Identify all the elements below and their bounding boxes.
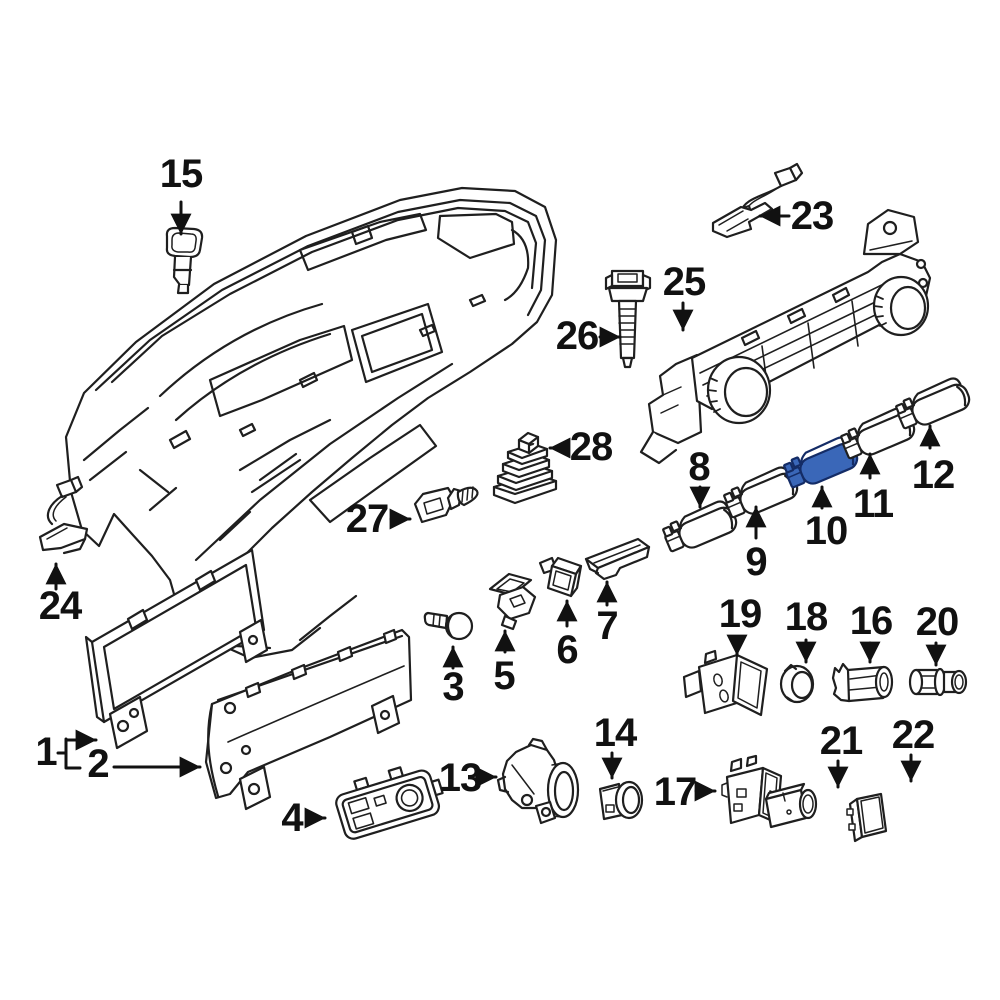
callout-label-26[interactable]: 26 xyxy=(555,314,599,358)
part-18-drawing[interactable] xyxy=(779,663,815,704)
callout-label-10[interactable]: 10 xyxy=(804,509,848,553)
callout-label-6[interactable]: 6 xyxy=(556,628,578,672)
callout-arrows xyxy=(45,200,947,829)
instrument-panel-drawing xyxy=(64,186,558,660)
callout-label-12[interactable]: 12 xyxy=(911,453,955,497)
callout-label-3[interactable]: 3 xyxy=(442,665,464,709)
callout-label-11[interactable]: 11 xyxy=(852,482,894,526)
part-23-drawing[interactable] xyxy=(711,162,804,239)
part-25-drawing[interactable] xyxy=(639,208,932,465)
callout-label-18[interactable]: 18 xyxy=(784,595,828,639)
part-4-drawing[interactable] xyxy=(331,758,447,841)
part-3-drawing[interactable] xyxy=(423,611,474,641)
callout-label-24[interactable]: 24 xyxy=(38,584,82,628)
callout-bracket-1 xyxy=(56,737,82,770)
callout-label-5[interactable]: 5 xyxy=(493,654,515,698)
callout-label-14[interactable]: 14 xyxy=(593,711,637,755)
part-20-drawing[interactable] xyxy=(908,667,968,697)
part-1-drawing[interactable] xyxy=(84,548,269,750)
part-13-drawing[interactable] xyxy=(496,737,580,825)
part-7-drawing[interactable] xyxy=(584,537,651,581)
callout-label-2[interactable]: 2 xyxy=(87,742,109,786)
callout-label-17[interactable]: 17 xyxy=(653,770,697,814)
callout-label-9[interactable]: 9 xyxy=(745,540,767,584)
callout-label-23[interactable]: 23 xyxy=(790,194,834,238)
callout-label-8[interactable]: 8 xyxy=(688,445,710,489)
callout-label-27[interactable]: 27 xyxy=(345,497,389,541)
part-15-drawing[interactable] xyxy=(165,226,204,295)
part-22-drawing[interactable] xyxy=(846,792,888,843)
part-24-drawing[interactable] xyxy=(38,475,89,555)
callout-label-21[interactable]: 21 xyxy=(819,719,863,763)
part-2-drawing[interactable] xyxy=(204,628,413,811)
callout-label-16[interactable]: 16 xyxy=(849,599,893,643)
callout-label-4[interactable]: 4 xyxy=(281,796,303,840)
callout-label-15[interactable]: 15 xyxy=(159,152,203,196)
callout-label-13[interactable]: 13 xyxy=(438,756,482,800)
callout-label-22[interactable]: 22 xyxy=(891,713,935,757)
callout-label-7[interactable]: 7 xyxy=(596,604,618,648)
part-16-drawing[interactable] xyxy=(831,662,894,703)
callout-label-25[interactable]: 25 xyxy=(662,260,706,304)
callout-label-20[interactable]: 20 xyxy=(915,600,959,644)
part-21-drawing[interactable] xyxy=(764,782,818,829)
part-28-drawing[interactable] xyxy=(492,431,558,505)
part-27-drawing[interactable] xyxy=(413,486,479,524)
part-26-drawing[interactable] xyxy=(604,269,652,369)
part-12-drawing[interactable] xyxy=(892,373,974,435)
part-14-drawing[interactable] xyxy=(598,780,644,821)
part-5-drawing[interactable] xyxy=(488,572,537,631)
callout-label-1[interactable]: 1 xyxy=(35,730,57,774)
part-19-drawing[interactable] xyxy=(682,649,769,717)
callout-label-28[interactable]: 28 xyxy=(569,425,613,469)
part-6-drawing[interactable] xyxy=(538,556,583,598)
callout-label-19[interactable]: 19 xyxy=(718,592,762,636)
